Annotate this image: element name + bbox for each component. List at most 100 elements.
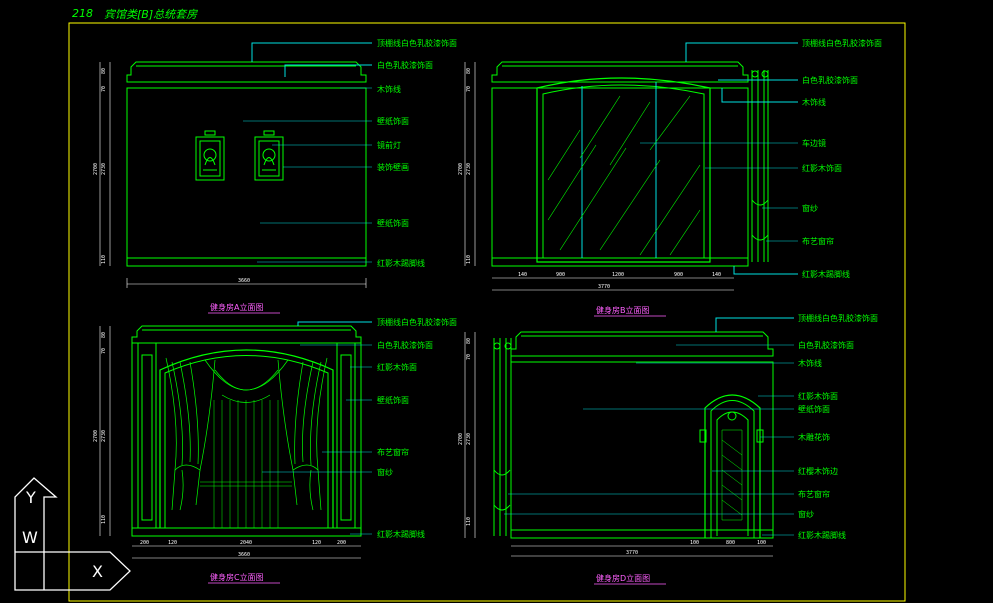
svg-text:3770: 3770 bbox=[598, 284, 610, 290]
elevation-c-label-sheer: 窗纱 bbox=[377, 467, 393, 477]
elevation-b-label-ceiling: 顶棚线白色乳胶漆饰面 bbox=[802, 38, 882, 48]
elevation-b-label-sheer: 窗纱 bbox=[802, 203, 818, 213]
elevation-c: 200 120 2040 120 200 3660 80 70 2730 110… bbox=[93, 317, 457, 584]
ucs-y-label: Y bbox=[25, 488, 36, 507]
svg-text:100: 100 bbox=[757, 540, 766, 546]
svg-text:200: 200 bbox=[140, 540, 149, 546]
elevation-c-pilaster-left bbox=[137, 342, 157, 529]
ucs-x-label: X bbox=[92, 562, 103, 581]
svg-text:100: 100 bbox=[690, 540, 699, 546]
elevation-b-label-wood-trim: 木饰线 bbox=[802, 97, 826, 107]
elevation-d-carving bbox=[727, 411, 737, 421]
svg-text:2040: 2040 bbox=[240, 540, 252, 546]
svg-text:3660: 3660 bbox=[238, 552, 250, 558]
svg-text:110: 110 bbox=[466, 517, 472, 526]
elevation-a-label-latex: 白色乳胶漆饰面 bbox=[377, 60, 433, 70]
elevation-c-label-veneer: 红影木饰面 bbox=[377, 362, 417, 372]
elevation-d: 100 800 100 3770 80 70 2730 110 2700 顶棚线… bbox=[458, 313, 878, 585]
elevation-c-ceiling-molding bbox=[131, 325, 362, 344]
elevation-d-label-veneer: 红影木饰面 bbox=[798, 391, 838, 401]
page-title: 宾馆类[B]总统套房 bbox=[104, 8, 198, 21]
elevation-a-dim-bottom: 3660 bbox=[238, 278, 250, 284]
elevation-c-caption: 健身房C立面图 bbox=[210, 572, 264, 582]
svg-text:2730: 2730 bbox=[101, 163, 107, 175]
elevation-d-skirting bbox=[510, 529, 774, 539]
elevation-d-label-latex: 白色乳胶漆饰面 bbox=[798, 340, 854, 350]
elevation-a-lamp-left bbox=[204, 130, 216, 136]
page-number: 218 bbox=[72, 7, 93, 20]
svg-text:200: 200 bbox=[337, 540, 346, 546]
elevation-c-window-arch bbox=[159, 349, 334, 528]
elevation-c-label-latex: 白色乳胶漆饰面 bbox=[377, 340, 433, 350]
svg-text:800: 800 bbox=[726, 540, 735, 546]
elevation-a-lamp-right bbox=[263, 130, 275, 136]
svg-text:2700: 2700 bbox=[458, 433, 464, 445]
elevation-a-caption: 健身房A立面图 bbox=[210, 302, 263, 312]
elevation-b-ceiling-molding bbox=[491, 61, 749, 83]
elevation-d-label-carving: 木雕花饰 bbox=[798, 432, 830, 442]
elevation-d-wall bbox=[510, 361, 774, 531]
elevation-d-door-frame bbox=[704, 394, 761, 538]
elevation-c-skirting bbox=[131, 527, 362, 537]
elevation-c-pilaster-right bbox=[336, 342, 356, 529]
svg-text:120: 120 bbox=[168, 540, 177, 546]
elevation-a: 3660 80 70 2730 110 2700 顶棚线白色乳胶漆饰面 白色乳胶… bbox=[93, 38, 457, 314]
svg-text:900: 900 bbox=[556, 272, 565, 278]
elevation-d-curtain bbox=[493, 338, 512, 536]
elevation-a-label-wood-trim: 木饰线 bbox=[377, 84, 401, 94]
elevation-b-curtain bbox=[751, 70, 769, 262]
elevation-d-label-curtain: 布艺窗帘 bbox=[798, 489, 830, 499]
svg-text:2730: 2730 bbox=[466, 163, 472, 175]
svg-text:2730: 2730 bbox=[466, 433, 472, 445]
svg-text:80: 80 bbox=[466, 68, 472, 74]
ucs-w-label: W bbox=[22, 528, 38, 547]
elevation-a-label-ceiling: 顶棚线白色乳胶漆饰面 bbox=[377, 38, 457, 48]
elevation-d-caption: 健身房D立面图 bbox=[596, 573, 650, 583]
elevation-d-label-edging: 红樱木饰边 bbox=[798, 466, 838, 476]
svg-text:110: 110 bbox=[466, 255, 472, 264]
elevation-d-label-ceiling: 顶棚线白色乳胶漆饰面 bbox=[798, 313, 878, 323]
elevation-a-label-wallpaper-2: 壁纸饰面 bbox=[377, 218, 409, 228]
svg-text:1200: 1200 bbox=[612, 272, 624, 278]
svg-text:2700: 2700 bbox=[93, 430, 99, 442]
svg-text:140: 140 bbox=[518, 272, 527, 278]
elevation-b-caption: 健身房B立面图 bbox=[596, 305, 650, 315]
svg-text:2730: 2730 bbox=[101, 430, 107, 442]
elevation-d-label-sheer: 窗纱 bbox=[798, 509, 814, 519]
elevation-a-ceiling-molding bbox=[126, 61, 367, 83]
elevation-b-label-skirting: 红影木踢脚线 bbox=[802, 269, 850, 279]
elevation-b-label-latex: 白色乳胶漆饰面 bbox=[802, 75, 858, 85]
elevation-a-picture-right bbox=[254, 136, 284, 181]
elevation-a-label-mural: 装饰壁画 bbox=[377, 162, 409, 172]
svg-text:2700: 2700 bbox=[458, 163, 464, 175]
svg-text:70: 70 bbox=[466, 86, 472, 92]
svg-text:140: 140 bbox=[712, 272, 721, 278]
svg-text:110: 110 bbox=[101, 255, 107, 264]
elevation-d-label-skirting: 红影木踢脚线 bbox=[798, 530, 846, 540]
elevation-a-wall bbox=[126, 87, 367, 259]
svg-text:70: 70 bbox=[466, 354, 472, 360]
elevation-a-label-wallpaper: 壁纸饰面 bbox=[377, 116, 409, 126]
elevation-a-label-lamp: 镜前灯 bbox=[377, 140, 401, 150]
svg-text:2700: 2700 bbox=[93, 163, 99, 175]
elevation-b-mirror-frame bbox=[536, 77, 711, 263]
svg-text:80: 80 bbox=[101, 332, 107, 338]
elevation-b: 140 900 1200 900 140 3770 80 70 2730 110… bbox=[458, 38, 882, 317]
elevation-d-door-panel bbox=[721, 429, 743, 521]
elevation-a-label-skirting: 红影木踢脚线 bbox=[377, 258, 425, 268]
elevation-b-label-curtain: 布艺窗帘 bbox=[802, 236, 834, 246]
elevation-b-label-veneer: 红影木饰面 bbox=[802, 163, 842, 173]
elevation-d-label-wallpaper: 壁纸饰面 bbox=[798, 404, 830, 414]
svg-text:80: 80 bbox=[101, 68, 107, 74]
elevation-c-label-wallpaper: 壁纸饰面 bbox=[377, 395, 409, 405]
elevation-b-label-mirror: 车边镜 bbox=[802, 138, 826, 148]
ucs-icon[interactable]: Y W X bbox=[14, 477, 131, 591]
svg-text:3770: 3770 bbox=[626, 550, 638, 556]
elevation-b-mirror-hatch bbox=[547, 95, 701, 256]
svg-text:80: 80 bbox=[466, 338, 472, 344]
elevation-c-label-curtain: 布艺窗帘 bbox=[377, 447, 409, 457]
svg-text:120: 120 bbox=[312, 540, 321, 546]
svg-text:900: 900 bbox=[674, 272, 683, 278]
ucs-axis-outline bbox=[14, 477, 131, 591]
